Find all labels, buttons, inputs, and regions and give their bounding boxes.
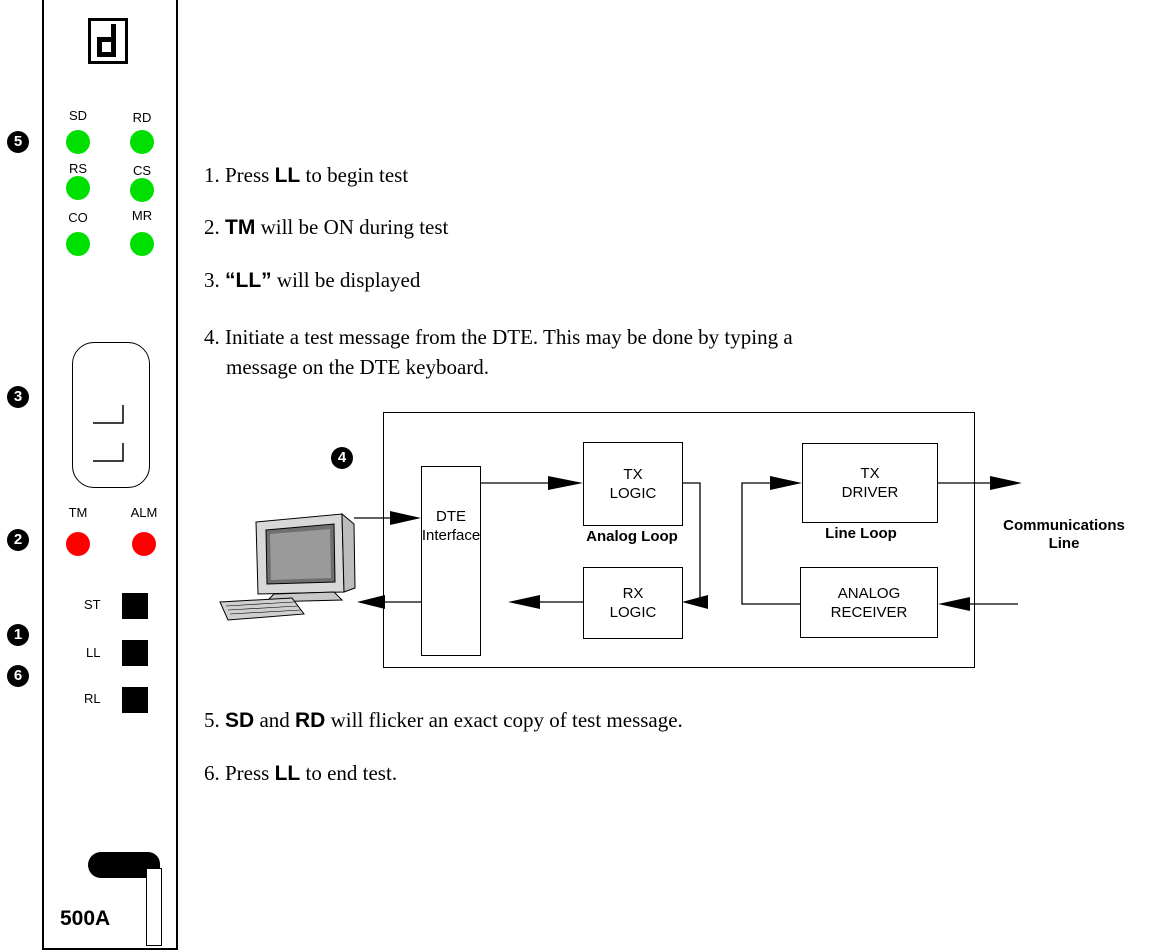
step-5: 5. SD and RD will flicker an exact copy … [204, 708, 683, 732]
rx-logic-block: RX LOGIC [583, 567, 683, 639]
dte-interface-block: DTE Interface [421, 466, 481, 656]
led-label-cs: CS [132, 163, 152, 178]
led-rd [130, 130, 154, 154]
logo-icon [88, 18, 128, 64]
led-label-tm: TM [68, 505, 88, 520]
display-window [72, 342, 150, 488]
tx-logic-block: TX LOGIC [583, 442, 683, 526]
analog-loop-label: Analog Loop [586, 528, 678, 545]
led-tm [66, 532, 90, 556]
led-mr [130, 232, 154, 256]
callout-1: 1 [7, 624, 29, 646]
step-4: 4. Initiate a test message from the DTE.… [204, 325, 793, 379]
step-6: 6. Press LL to end test. [204, 761, 398, 785]
callout-2: 2 [7, 529, 29, 551]
led-sd [66, 130, 90, 154]
led-label-sd: SD [68, 108, 88, 123]
diagram-frame [383, 412, 975, 668]
led-label-rs: RS [68, 161, 88, 176]
callout-6: 6 [7, 665, 29, 687]
st-button[interactable] [122, 593, 148, 619]
step-2: 2. TM will be ON during test [204, 215, 449, 239]
led-label-mr: MR [131, 208, 153, 223]
communications-line-label: Communications Line [1003, 517, 1125, 552]
step-3: 3. “LL” will be displayed [204, 268, 421, 292]
led-co [66, 232, 90, 256]
step-1: 1. Press LL to begin test [204, 163, 409, 187]
button-label-rl: RL [84, 691, 101, 706]
line-loop-label: Line Loop [825, 525, 897, 542]
rl-button[interactable] [122, 687, 148, 713]
ll-button[interactable] [122, 640, 148, 666]
model-label: 500A [60, 907, 111, 930]
callout-3: 3 [7, 386, 29, 408]
led-alm [132, 532, 156, 556]
led-label-rd: RD [132, 110, 152, 125]
computer-terminal-icon [219, 512, 356, 621]
button-label-ll: LL [86, 645, 101, 660]
tx-driver-block: TX DRIVER [802, 443, 938, 523]
front-panel: SD RD RS CS CO MR TM ALM ST LL RL 500A [42, 0, 178, 950]
callout-5: 5 [7, 131, 29, 153]
led-label-alm: ALM [130, 505, 158, 520]
led-cs [130, 178, 154, 202]
led-label-co: CO [68, 210, 88, 225]
analog-receiver-block: ANALOG RECEIVER [800, 567, 938, 638]
button-label-st: ST [84, 597, 101, 612]
led-rs [66, 176, 90, 200]
callout-4: 4 [331, 447, 353, 469]
